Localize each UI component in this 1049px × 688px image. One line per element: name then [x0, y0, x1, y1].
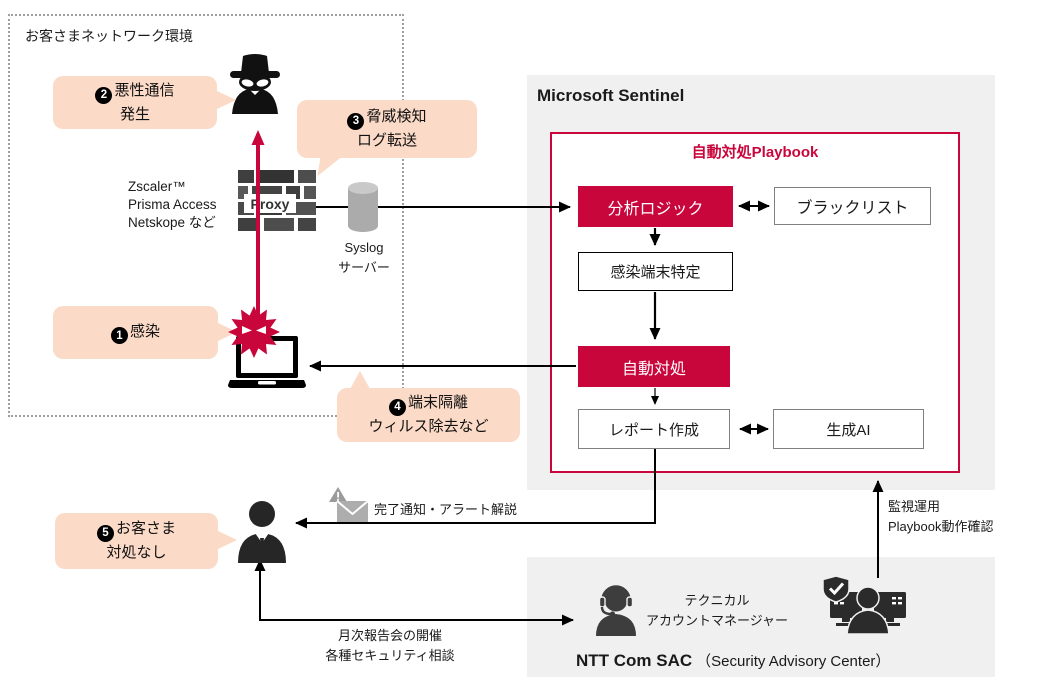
ntt-sac-title-bold: NTT Com SAC [576, 651, 693, 670]
sentinel-title: Microsoft Sentinel [537, 86, 685, 105]
label-line: 監視運用 [888, 499, 941, 514]
ntt-com-sac-panel [527, 557, 995, 677]
step-number: 5 [96, 525, 114, 543]
label-line: Syslog [344, 240, 384, 255]
completion-notice-label: 完了通知・アラート解説 [374, 502, 518, 517]
node-generative-ai: 生成AI [773, 409, 924, 449]
bubble-text: 感染 [129, 322, 160, 340]
customer-network-box [8, 14, 404, 417]
arrow-report-to-customer [295, 449, 656, 529]
label-line: テクニカル [684, 593, 750, 608]
mail-alert-icon [328, 486, 370, 524]
proxy-label: Proxy [251, 196, 290, 212]
bubble-tail [216, 322, 237, 342]
label-line: サーバー [338, 260, 390, 276]
label-line: 月次報告会の開催 [337, 628, 442, 643]
arrow-customer-to-tam [259, 592, 574, 626]
customer-person-icon [234, 500, 290, 563]
product-line: Zscaler™ [128, 179, 186, 194]
monthly-report-label: 月次報告会の開催 各種セキュリティ相談 [290, 626, 490, 666]
syslog-server-icon [346, 180, 380, 236]
node-blacklist: ブラックリスト [774, 187, 931, 225]
step-number: 4 [388, 399, 406, 417]
tam-label: テクニカル アカウントマネージャー [628, 591, 806, 631]
tam-headset-agent-icon [590, 584, 642, 636]
product-line: Prisma Access [128, 197, 217, 213]
bubble-tail [215, 90, 236, 110]
bubble-text: ログ転送 [356, 132, 417, 150]
node-report-creation: レポート作成 [578, 409, 730, 449]
bubble-text: ウィルス除去など [368, 418, 489, 436]
bubble-text: 脅威検知 [366, 108, 427, 126]
attacker-spy-icon [222, 52, 288, 118]
step-number: 3 [347, 113, 365, 131]
node-analysis-logic: 分析ロジック [578, 186, 733, 227]
playbook-title: 自動対処Playbook [691, 144, 819, 161]
virus-icon [228, 304, 280, 360]
ntt-sac-title: NTT Com SAC（Security Advisory Center） [576, 650, 890, 671]
customer-network-title: お客さまネットワーク環境 [25, 28, 193, 44]
node-identify-infected-device: 感染端末特定 [578, 252, 733, 291]
soc-analyst-icon [820, 575, 916, 638]
shield-check-icon [822, 575, 850, 603]
monitoring-label: 監視運用 Playbook動作確認 [888, 497, 993, 537]
bubble-text: お客さま [115, 520, 176, 538]
proxy-products-label: Zscaler™ Prisma Access Netskope など [128, 178, 217, 233]
syslog-server-label: Syslog サーバー [329, 238, 399, 278]
product-line: Netskope など [128, 215, 216, 231]
ntt-sac-title-paren: （Security Advisory Center） [696, 653, 891, 670]
label-line: 各種セキュリティ相談 [325, 648, 455, 664]
step-number: 2 [95, 86, 113, 104]
bubble-text: 端末隔離 [407, 394, 468, 412]
bubble-text: 悪性通信 [114, 81, 175, 99]
label-line: Playbook動作確認 [888, 519, 994, 535]
bubble-text: 発生 [119, 105, 150, 123]
node-auto-action: 自動対処 [578, 346, 730, 387]
step-number: 1 [110, 327, 128, 345]
bubble-text: 対処なし [106, 544, 167, 562]
proxy-icon: Proxy [238, 170, 316, 236]
label-line: アカウントマネージャー [645, 613, 789, 629]
bubble-tail [216, 530, 237, 550]
